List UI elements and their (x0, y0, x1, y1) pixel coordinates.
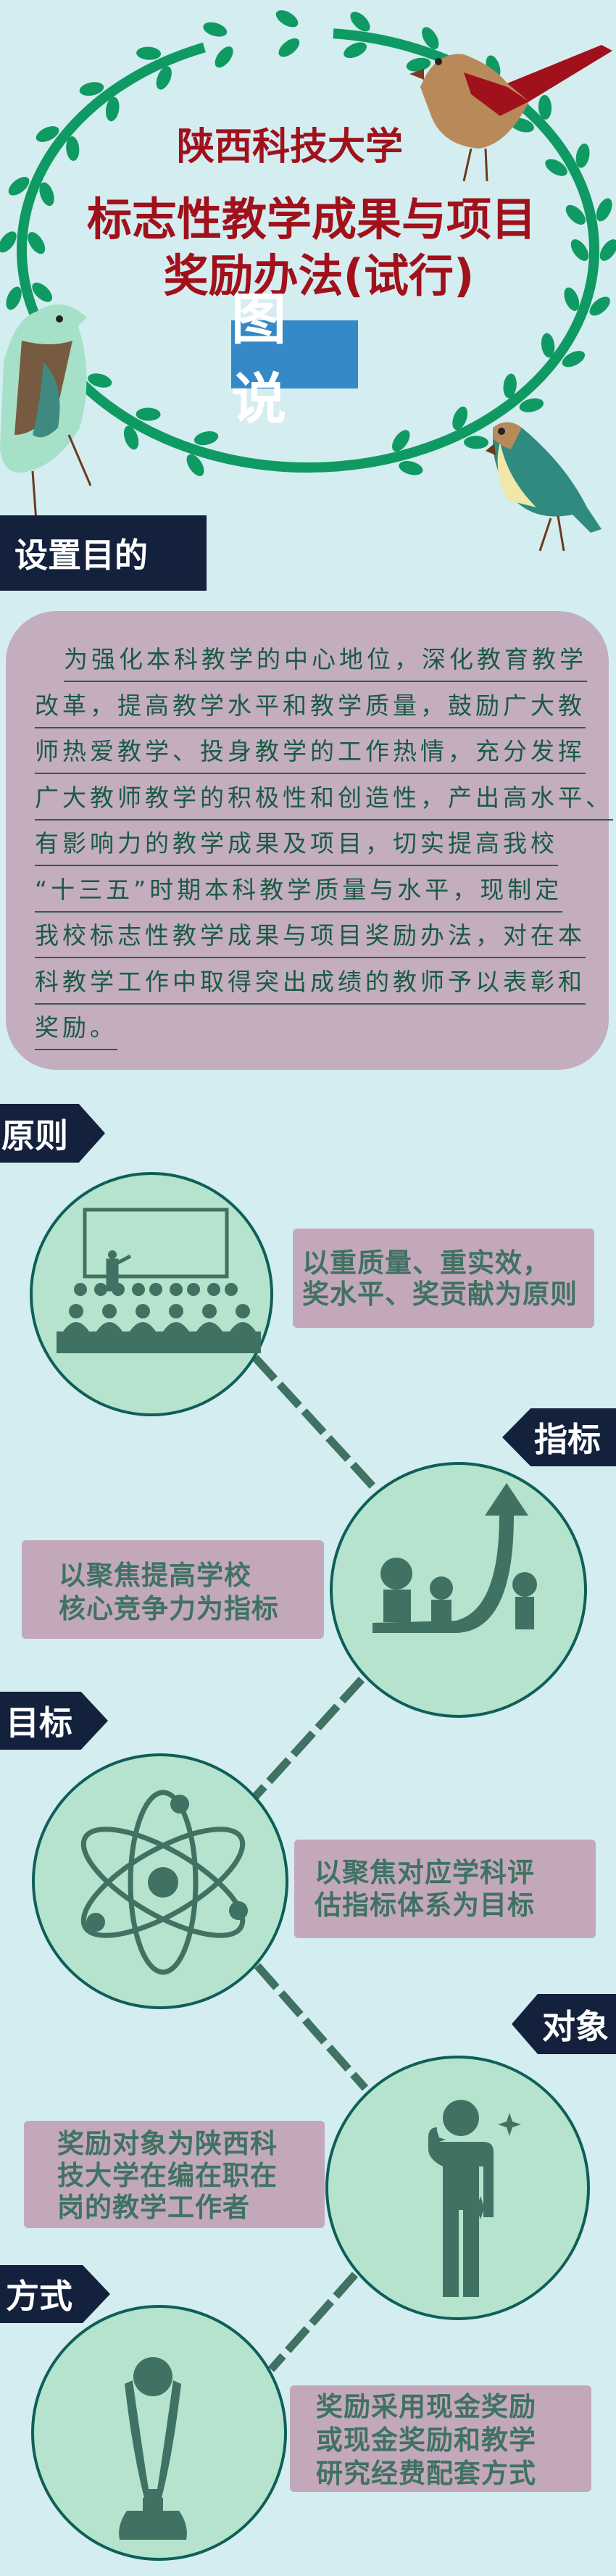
purpose-text-line: 有影响力的教学成果及项目，切实提高我校 (35, 823, 558, 866)
connector-4 (267, 2272, 359, 2372)
text-line: 奖励对象为陕西科 (57, 2128, 278, 2159)
principle-text-box: 以重质量、重实效， 奖水平、奖贡献为原则 (293, 1229, 594, 1328)
purpose-text-line: 改革，提高教学水平和教学质量，鼓励广大教 (35, 685, 586, 728)
purpose-text-line: 为强化本科教学的中心地位，深化教育教学 (64, 639, 587, 682)
person-award-icon (428, 2100, 521, 2297)
text-line: 技大学在编在职在 (57, 2160, 278, 2191)
leaf-wreath-decoration (0, 10, 616, 476)
method-circle (31, 2305, 287, 2561)
yellow-bird-bottom-right-icon (486, 422, 602, 552)
classroom-icon (57, 1208, 261, 1353)
goal-text-box: 以聚焦对应学科评 估指标体系为目标 (294, 1840, 596, 1938)
purpose-text-line: “十三五”时期本科教学质量与水平，现制定 (35, 869, 563, 913)
indicator-circle (330, 1462, 587, 1718)
target-circle (325, 2056, 590, 2320)
connector-2 (251, 1677, 365, 1800)
goal-circle (32, 1753, 288, 2009)
banner-label: 目标 (6, 1703, 72, 1742)
banner-label: 原则 (1, 1115, 68, 1155)
section-banner-purpose: 设置目的 (0, 515, 207, 591)
text-line: 估指标体系为目标 (315, 1890, 535, 1921)
purpose-text-line: 奖励。 (35, 1007, 117, 1050)
growth-arrow-people-icon (372, 1483, 537, 1633)
text-line: 以重质量、重实效， (302, 1247, 550, 1279)
banner-label: 对象 (542, 2006, 609, 2046)
banner-label: 设置目的 (14, 536, 148, 575)
text-line: 核心竞争力为指标 (59, 1593, 279, 1624)
principle-circle (30, 1172, 273, 1416)
target-text-box: 奖励对象为陕西科 技大学在编在职在 岗的教学工作者 (24, 2121, 325, 2228)
purpose-text-line: 科教学工作中取得突出成绩的教师予以表彰和 (35, 961, 586, 1005)
patterned-bird-top-right-icon (409, 45, 612, 182)
connector-3 (254, 1963, 369, 2091)
purpose-text-box: 为强化本科教学的中心地位，深化教育教学改革，提高教学水平和教学质量，鼓励广大教师… (6, 611, 613, 1070)
text-line: 研究经费配套方式 (316, 2458, 536, 2489)
method-text-box: 奖励采用现金奖励 或现金奖励和教学 研究经费配套方式 (290, 2385, 591, 2492)
connector-1 (251, 1355, 383, 1496)
trophy-icon (119, 2357, 187, 2540)
text-line: 岗的教学工作者 (57, 2192, 250, 2223)
teal-bird-left-icon (0, 304, 92, 523)
text-line: 或现金奖励和教学 (316, 2425, 536, 2456)
university-name: 陕西科技大学 (176, 125, 403, 169)
banner-label: 指标 (534, 1420, 601, 1459)
text-line: 奖水平、奖贡献为原则 (302, 1279, 578, 1310)
page-title-line1: 标志性教学成果与项目 (87, 193, 537, 246)
section-banner-indicator: 指标 (502, 1408, 616, 1466)
text-line: 以聚焦提高学校 (59, 1560, 251, 1591)
purpose-text-line: 师热爱教学、投身教学的工作热情，充分发挥 (35, 731, 586, 774)
atom-icon (80, 1790, 248, 1975)
banner-label: 方式 (6, 2277, 72, 2316)
page-title-line2: 奖励办法(试行) (163, 249, 475, 302)
indicator-text-box: 以聚焦提高学校 核心竞争力为指标 (22, 1540, 324, 1639)
text-line: 奖励采用现金奖励 (316, 2391, 536, 2422)
text-line: 以聚焦对应学科评 (315, 1857, 535, 1888)
purpose-text-line: 广大教师教学的积极性和创造性，产出高水平、 (35, 777, 613, 820)
purpose-text-line: 我校标志性教学成果与项目奖励办法，对在本 (35, 915, 586, 958)
